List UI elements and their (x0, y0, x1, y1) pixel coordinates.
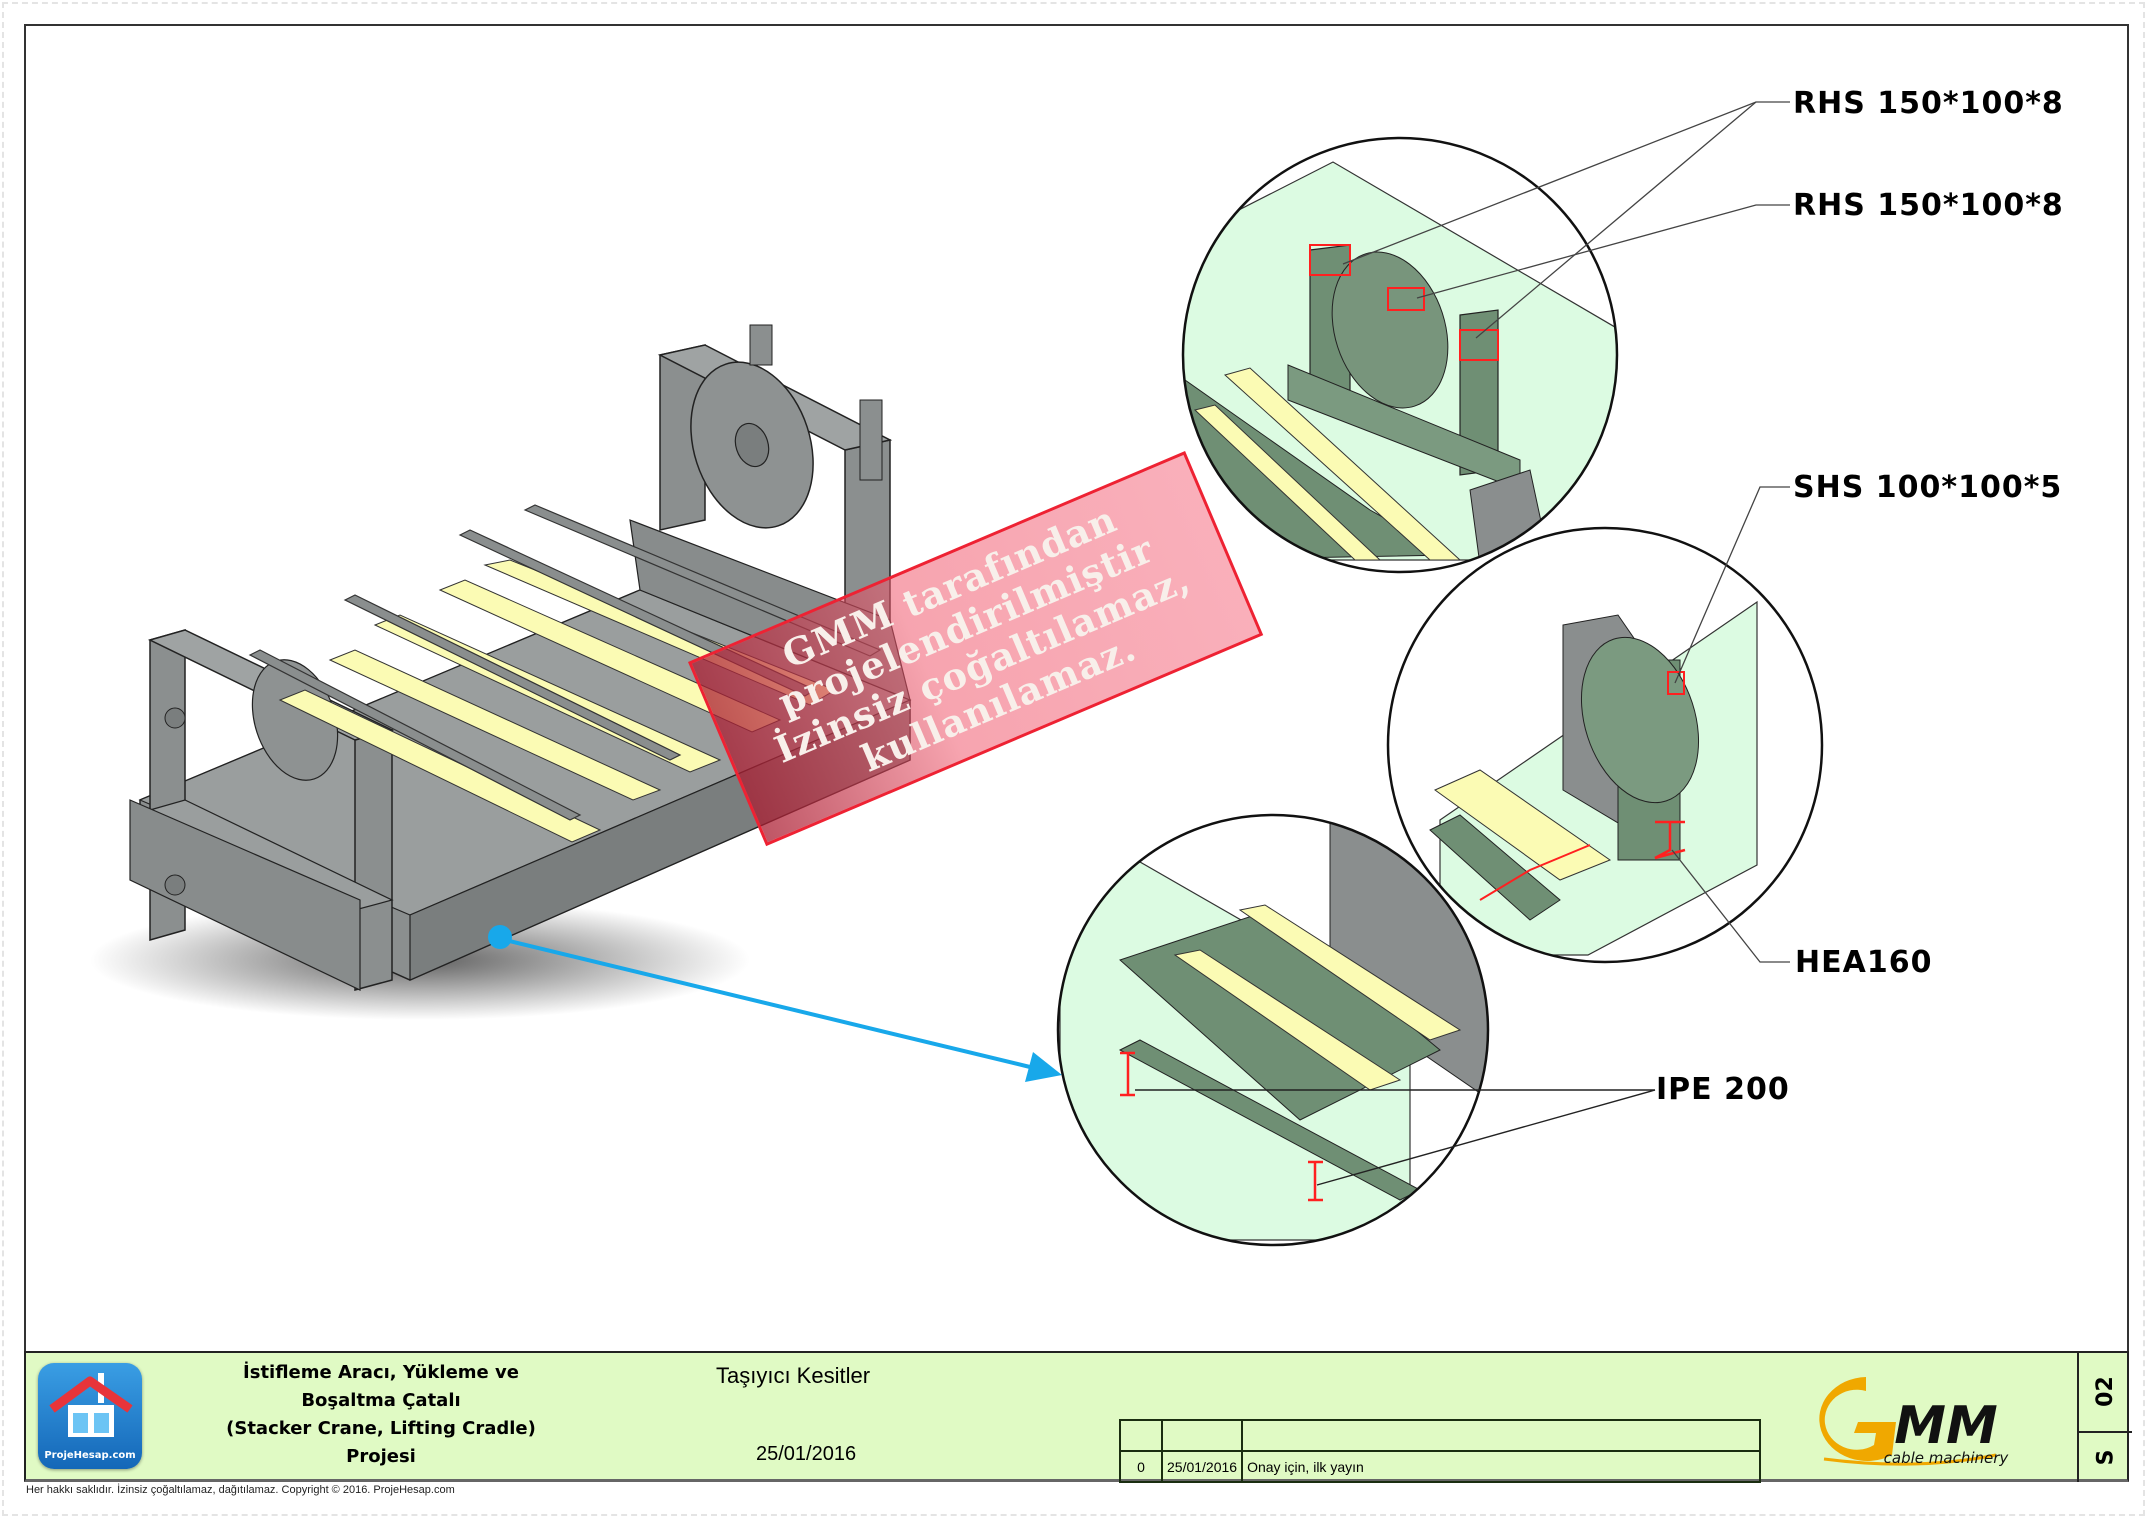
cut-rhs-3 (1459, 329, 1499, 361)
sheet-number-block: 02 S (2077, 1351, 2132, 1482)
detail-arrow-head (1025, 1052, 1062, 1082)
section-sheave (1331, 251, 1449, 409)
revision-date: 25/01/2016 (1160, 1450, 1244, 1483)
callout-rhs-150x100x8-lower: RHS 150*100*8 (1793, 188, 2064, 223)
section-fork (1223, 367, 1462, 561)
cut-ipe-2 (1308, 1160, 1323, 1202)
sheet-title: Taşıyıcı Kesitler (716, 1363, 871, 1388)
gmm-cable-machinery-logo: MM cable machinery (1819, 1377, 2010, 1467)
project-title-line: Projesi (346, 1446, 416, 1467)
section-fork (1173, 949, 1402, 1091)
gmm-logo-subtitle: cable machinery (1884, 1449, 2010, 1467)
projehesap-logo: ProjeHesap.com (38, 1363, 142, 1469)
leader-lines (1342, 101, 1790, 339)
projehesap-logo-text: ProjeHesap.com (44, 1450, 136, 1461)
section-fork (1434, 769, 1612, 881)
sheet-number: 02 (2093, 1375, 2118, 1407)
leader-lines (1671, 486, 1790, 963)
section-detail-top (1181, 101, 1790, 574)
revision-table: 0 25/01/2016 Onay için, ilk yayın (1119, 1419, 1761, 1483)
callout-ipe-200: IPE 200 (1656, 1072, 1790, 1107)
house-icon (49, 1373, 133, 1437)
fork-beam (278, 689, 602, 843)
project-title-line: (Stacker Crane, Lifting Cradle) (226, 1418, 536, 1439)
callout-hea160: HEA160 (1795, 945, 1933, 980)
rear-hook-bracket (749, 324, 773, 366)
detail-reference-arrow (488, 925, 1062, 1082)
detail-arrow-line (504, 938, 1031, 1069)
cut-ipe-1 (1120, 1051, 1135, 1097)
title-block: ProjeHesap.com İstifleme Aracı, Yükleme … (24, 1351, 2132, 1483)
section-fork (1238, 904, 1462, 1041)
fork-rails (248, 504, 882, 821)
rear-sheave-hub (734, 422, 770, 468)
fork-rail (343, 594, 682, 761)
front-roller-2 (164, 874, 186, 896)
rear-side-bracket (859, 399, 883, 481)
section-detail-middle (1386, 486, 1824, 964)
gmm-logo-mm: MM (1894, 1396, 1998, 1456)
callout-shs-100x100x5: SHS 100*100*5 (1793, 470, 2063, 505)
section-fork (1193, 404, 1382, 561)
revision-row: 0 25/01/2016 Onay için, ilk yayın (1119, 1450, 1761, 1483)
sheet-number-cell: 02 (2079, 1351, 2132, 1433)
revision-row (1119, 1419, 1761, 1452)
sheet-series-cell: S (2079, 1433, 2132, 1482)
front-roller-1 (164, 707, 186, 729)
detail-circle (1181, 136, 1619, 574)
revision-number (1119, 1419, 1163, 1452)
revision-date (1160, 1419, 1244, 1452)
cut-fork-profile (1479, 844, 1591, 901)
cut-shs (1667, 671, 1685, 695)
fork-beam (328, 649, 662, 801)
revision-description (1241, 1419, 1761, 1452)
detail-origin-dot (488, 925, 512, 949)
revision-number: 0 (1119, 1450, 1163, 1483)
sheet-series: S (2092, 1449, 2118, 1466)
leader-lines (1135, 1089, 1656, 1186)
cut-hea (1654, 820, 1686, 860)
callout-rhs-150x100x8-upper: RHS 150*100*8 (1793, 86, 2064, 121)
project-title-line: Boşaltma Çatalı (301, 1390, 461, 1411)
gmm-logo-g (1819, 1377, 1896, 1461)
detail-circle (1056, 813, 1490, 1247)
revision-description: Onay için, ilk yayın (1241, 1450, 1761, 1483)
section-sheave (1580, 636, 1700, 804)
copyright-notice: Her hakkı saklıdır. İzinsiz çoğaltılamaz… (26, 1484, 455, 1496)
cut-rhs-1 (1309, 244, 1351, 276)
detail-circle (1386, 526, 1824, 964)
sheet-date: 25/01/2016 (756, 1443, 857, 1465)
fork-rail (248, 649, 582, 821)
project-title: İstifleme Aracı, Yükleme ve Boşaltma Çat… (156, 1359, 606, 1471)
project-title-line: İstifleme Aracı, Yükleme ve (243, 1362, 519, 1383)
cut-rhs-2 (1387, 287, 1425, 311)
front-base-block (129, 799, 361, 991)
